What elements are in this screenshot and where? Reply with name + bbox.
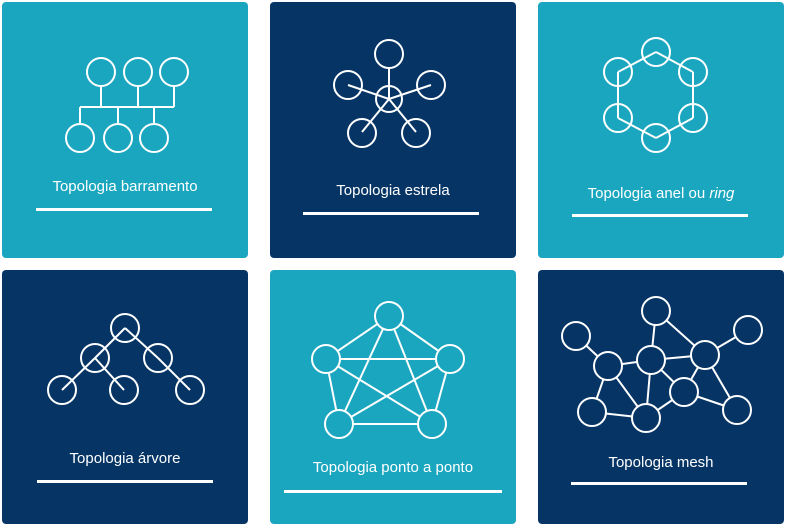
leaf-node: [109, 375, 139, 405]
node: [593, 351, 623, 381]
node: [722, 395, 752, 425]
mesh-topology-diagram: [561, 296, 763, 433]
label-underline: [37, 480, 213, 483]
node: [347, 118, 377, 148]
bus-topology-diagram: [65, 57, 189, 153]
p2p-link: [388, 315, 433, 425]
tile-bus-topology: Topologia barramento: [2, 2, 248, 258]
tile-tree-topology: Topologia árvore: [2, 270, 248, 524]
node: [86, 57, 116, 87]
star-topology-diagram: [333, 39, 446, 148]
ring-link: [617, 51, 657, 73]
node: [374, 39, 404, 69]
leaf-node: [47, 375, 77, 405]
p2p-link: [338, 315, 390, 425]
node: [435, 344, 465, 374]
node: [103, 123, 133, 153]
node: [324, 409, 354, 439]
node: [733, 315, 763, 345]
tile-point-to-point-topology: Topologia ponto a ponto: [270, 270, 516, 524]
ring-link: [655, 51, 694, 73]
label-underline: [284, 490, 502, 493]
node: [333, 70, 363, 100]
node: [641, 123, 671, 153]
node: [636, 345, 666, 375]
node: [577, 397, 607, 427]
point-to-point-topology-diagram: [311, 301, 465, 439]
p2p-link: [338, 358, 451, 425]
tile-label: Topologia barramento: [52, 178, 198, 195]
star-link: [347, 84, 390, 100]
node: [65, 123, 95, 153]
p2p-link: [325, 358, 433, 425]
node: [139, 123, 169, 153]
star-link: [388, 84, 432, 100]
node: [678, 57, 708, 87]
node: [678, 103, 708, 133]
tree-link: [61, 357, 96, 391]
leaf-node: [175, 375, 205, 405]
node: [669, 377, 699, 407]
node: [159, 57, 189, 87]
tree-link: [157, 357, 191, 391]
tile-ring-topology: Topologia anel ou ring: [538, 2, 784, 258]
node: [311, 344, 341, 374]
tile-label: Topologia ponto a ponto: [312, 459, 474, 476]
tile-label: Topologia mesh: [608, 454, 714, 471]
node: [603, 103, 633, 133]
node: [80, 343, 110, 373]
tile-label: Topologia árvore: [69, 450, 181, 467]
tile-label: Topologia anel ou ring: [587, 185, 735, 202]
ring-topology-diagram: [603, 37, 708, 153]
ring-link: [655, 117, 694, 139]
node: [416, 70, 446, 100]
root-node: [110, 313, 140, 343]
tile-mesh-topology: Topologia mesh: [538, 270, 784, 524]
label-underline: [36, 208, 212, 211]
node: [374, 301, 404, 331]
star-link: [388, 98, 417, 133]
node: [631, 403, 661, 433]
node: [123, 57, 153, 87]
node: [690, 340, 720, 370]
tree-topology-diagram: [47, 313, 205, 405]
node: [603, 57, 633, 87]
node: [561, 321, 591, 351]
label-underline: [303, 212, 479, 215]
star-link: [361, 98, 390, 133]
tree-link: [94, 357, 125, 391]
label-underline: [572, 214, 748, 217]
label-underline: [571, 482, 747, 485]
tree-link: [124, 327, 159, 359]
node: [417, 409, 447, 439]
tree-link: [94, 327, 126, 359]
node: [143, 343, 173, 373]
ring-link: [617, 117, 657, 139]
hub-node: [375, 85, 403, 113]
node: [641, 37, 671, 67]
tile-star-topology: Topologia estrela: [270, 2, 516, 258]
node: [641, 296, 671, 326]
node: [401, 118, 431, 148]
tile-label: Topologia estrela: [336, 182, 450, 199]
